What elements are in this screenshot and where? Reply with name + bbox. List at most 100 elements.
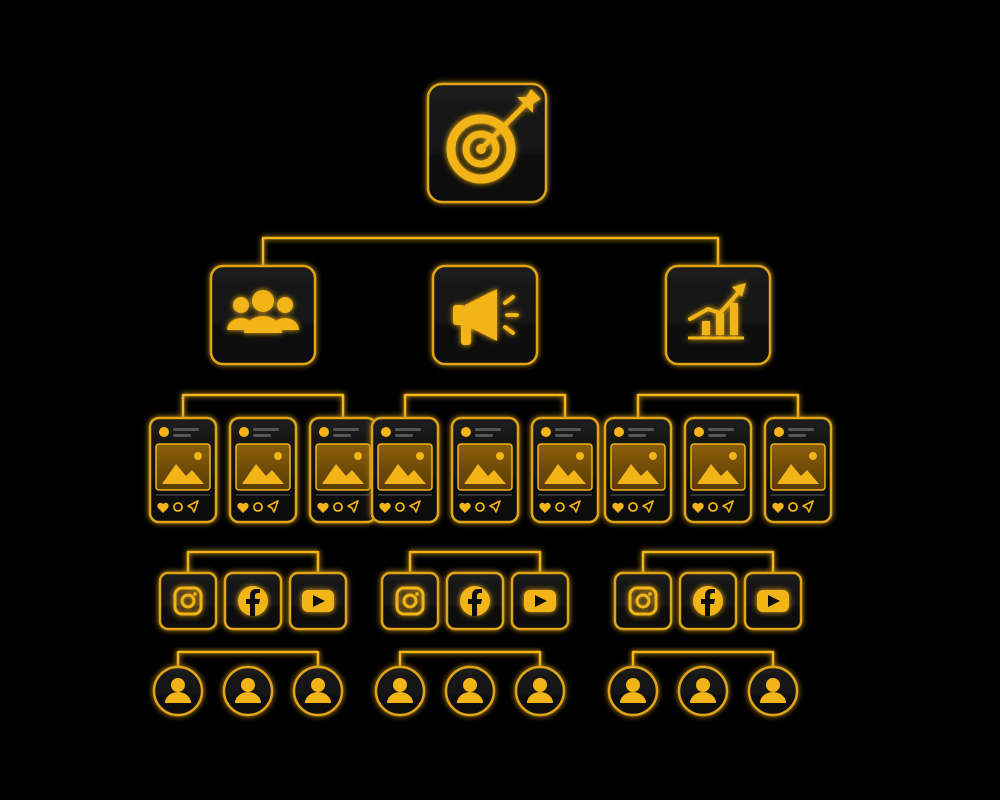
- caption-line: [395, 434, 413, 437]
- facebook-icon: [238, 586, 268, 616]
- send-icon: [347, 500, 359, 513]
- instagram-icon: [395, 586, 425, 616]
- caption-line: [173, 428, 199, 431]
- caption-line: [708, 434, 726, 437]
- divider: [458, 494, 512, 496]
- heart-icon: [612, 502, 624, 513]
- heart-icon: [459, 502, 471, 513]
- caption-line: [628, 434, 646, 437]
- audience-user: [222, 665, 274, 717]
- comment-icon: [173, 502, 183, 512]
- heart-icon: [237, 502, 249, 513]
- send-icon: [187, 500, 199, 513]
- comment-icon: [555, 502, 565, 512]
- diagram-nodes: [148, 82, 833, 717]
- image-icon: [457, 443, 513, 491]
- user-icon: [760, 678, 786, 703]
- megaphone-icon: [453, 289, 519, 345]
- heart-icon: [772, 502, 784, 513]
- user-icon: [387, 678, 413, 703]
- caption-line: [253, 434, 271, 437]
- caption-line: [788, 428, 814, 431]
- platform-tile-facebook: [678, 571, 738, 631]
- image-icon: [770, 443, 826, 491]
- connector-line: [408, 550, 542, 575]
- post-card: [683, 416, 753, 524]
- send-icon: [489, 500, 501, 513]
- user-icon: [527, 678, 553, 703]
- comment-icon: [333, 502, 343, 512]
- divider: [236, 494, 290, 496]
- send-icon: [569, 500, 581, 513]
- divider: [316, 494, 370, 496]
- user-icon: [165, 678, 191, 703]
- comment-icon: [253, 502, 263, 512]
- audience-user: [374, 665, 426, 717]
- instagram-icon: [628, 586, 658, 616]
- post-card: [148, 416, 218, 524]
- avatar-dot-icon: [159, 427, 169, 437]
- comment-icon: [475, 502, 485, 512]
- caption-line: [555, 434, 573, 437]
- platform-tile-facebook: [445, 571, 505, 631]
- target-arrow-icon: [446, 89, 541, 184]
- image-icon: [690, 443, 746, 491]
- platform-tile-instagram: [158, 571, 218, 631]
- user-icon: [305, 678, 331, 703]
- youtube-icon: [524, 590, 556, 612]
- post-card: [450, 416, 520, 524]
- facebook-icon: [693, 586, 723, 616]
- divider: [771, 494, 825, 496]
- platform-tile-youtube: [743, 571, 803, 631]
- youtube-icon: [757, 590, 789, 612]
- caption-line: [475, 428, 501, 431]
- platform-tile-youtube: [288, 571, 348, 631]
- image-icon: [377, 443, 433, 491]
- caption-line: [173, 434, 191, 437]
- comment-icon: [708, 502, 718, 512]
- heart-icon: [379, 502, 391, 513]
- comment-icon: [395, 502, 405, 512]
- caption-line: [708, 428, 734, 431]
- avatar-dot-icon: [239, 427, 249, 437]
- post-card: [228, 416, 298, 524]
- user-icon: [620, 678, 646, 703]
- post-card: [308, 416, 378, 524]
- divider: [538, 494, 592, 496]
- caption-line: [475, 434, 493, 437]
- audience-user: [444, 665, 496, 717]
- avatar-dot-icon: [774, 427, 784, 437]
- connector-line: [261, 236, 720, 268]
- heart-icon: [539, 502, 551, 513]
- heart-icon: [157, 502, 169, 513]
- image-icon: [537, 443, 593, 491]
- avatar-dot-icon: [694, 427, 704, 437]
- user-icon: [690, 678, 716, 703]
- facebook-icon: [460, 586, 490, 616]
- caption-line: [628, 428, 654, 431]
- comment-icon: [788, 502, 798, 512]
- avatar-dot-icon: [461, 427, 471, 437]
- connector-lines: [176, 202, 800, 667]
- avatar-dot-icon: [381, 427, 391, 437]
- platform-tile-instagram: [380, 571, 440, 631]
- send-icon: [642, 500, 654, 513]
- instagram-icon: [173, 586, 203, 616]
- youtube-icon: [302, 590, 334, 612]
- heart-icon: [317, 502, 329, 513]
- image-icon: [610, 443, 666, 491]
- user-icon: [457, 678, 483, 703]
- avatar-dot-icon: [541, 427, 551, 437]
- audience-user: [677, 665, 729, 717]
- send-icon: [722, 500, 734, 513]
- send-icon: [802, 500, 814, 513]
- audience-user: [514, 665, 566, 717]
- platform-tile-facebook: [223, 571, 283, 631]
- audience-user: [747, 665, 799, 717]
- caption-line: [555, 428, 581, 431]
- avatar-dot-icon: [614, 427, 624, 437]
- post-card: [370, 416, 440, 524]
- user-icon: [235, 678, 261, 703]
- post-card: [530, 416, 600, 524]
